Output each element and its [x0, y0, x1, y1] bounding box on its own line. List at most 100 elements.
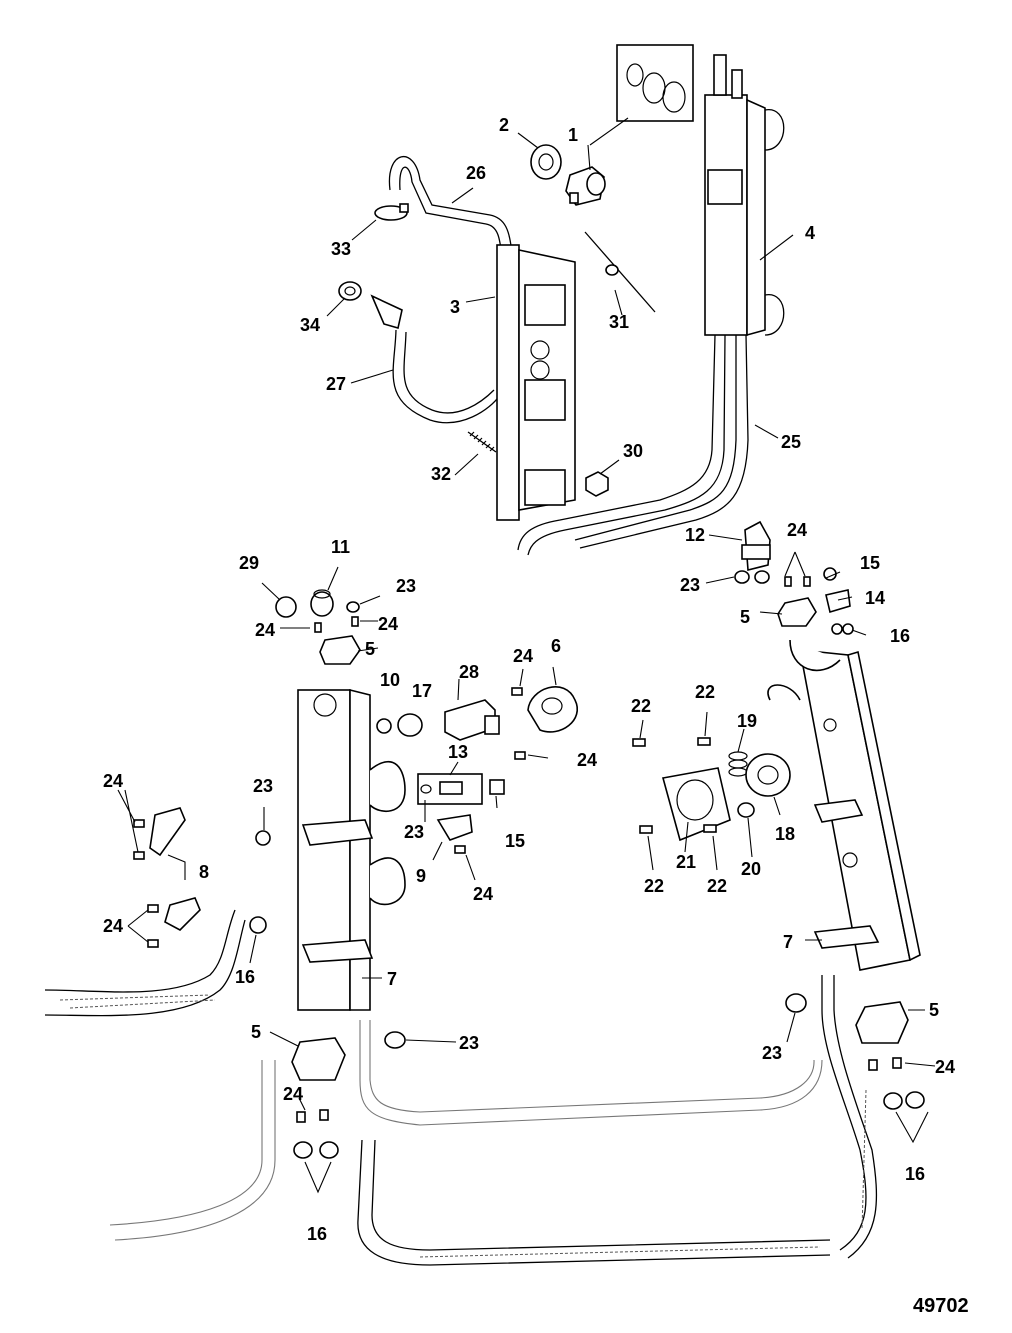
- callout-26: 26: [466, 163, 486, 183]
- figure-number: 49702: [913, 1295, 969, 1317]
- o-ring-23-right-bottom: [785, 993, 807, 1013]
- screws-22: [632, 737, 717, 834]
- callout-12: 12: [685, 525, 705, 545]
- hose-left-braided: [44, 909, 246, 1017]
- callout-7-left: 7: [387, 969, 397, 989]
- callout-20: 20: [741, 859, 761, 879]
- o-ring-23-left-mid: [255, 830, 271, 846]
- fitting-14: [825, 589, 851, 614]
- callout-16-left: 16: [235, 967, 255, 987]
- callout-10: 10: [380, 670, 400, 690]
- callout-23-left-bottom: 23: [459, 1033, 479, 1053]
- callout-17: 17: [412, 681, 432, 701]
- crossover-hoses-25: [517, 334, 749, 556]
- callout-23-right-bottom: 23: [762, 1043, 782, 1063]
- callout-22-c: 22: [644, 876, 664, 896]
- callout-24-h: 24: [283, 1084, 303, 1104]
- fitting-12: [741, 520, 771, 572]
- callout-22-d: 22: [707, 876, 727, 896]
- hose-right-braided: [821, 975, 878, 1259]
- callout-24-b: 24: [378, 614, 398, 634]
- cap-34: [338, 281, 362, 301]
- o-ring-16-left: [249, 916, 267, 934]
- callout-9: 9: [416, 866, 426, 886]
- callout-23-left-mid: 23: [253, 776, 273, 796]
- callout-28: 28: [459, 662, 479, 682]
- lower-crossover-hoses: [109, 1020, 831, 1266]
- callout-8: 8: [199, 862, 209, 882]
- sensor-part-1: [565, 166, 606, 206]
- clip-9: [436, 814, 473, 841]
- callout-5-left-bottom: 5: [251, 1022, 261, 1042]
- o-ring-20: [737, 802, 755, 818]
- fuel-rail-right-bank: [767, 639, 921, 971]
- callout-5-left-top: 5: [365, 639, 375, 659]
- callout-5-right-bottom: 5: [929, 1000, 939, 1020]
- callout-16-left-bottom: 16: [307, 1224, 327, 1244]
- screw-24-6b: [514, 751, 526, 760]
- grommet-part-2: [530, 144, 562, 180]
- fuel-rail-left-bank: [297, 688, 406, 1011]
- screws-24-right-bottom: [868, 1057, 902, 1071]
- callout-24-e: 24: [473, 884, 493, 904]
- spring-19: [728, 751, 748, 777]
- callout-14: 14: [865, 588, 885, 608]
- callout-16-right-bottom: 16: [905, 1164, 925, 1184]
- bracket-5-right-top: [777, 597, 817, 627]
- bracket-8: [133, 807, 201, 948]
- tie-strap-31: [584, 231, 656, 313]
- o-rings-16-left-bottom: [293, 1141, 339, 1159]
- callout-16-right-top: 16: [890, 626, 910, 646]
- callout-11: 11: [331, 537, 350, 557]
- spring-32: [467, 431, 497, 453]
- hose-27: [370, 294, 501, 424]
- callout-15-right: 15: [860, 553, 880, 573]
- cap-15-left: [489, 779, 505, 795]
- callout-18: 18: [775, 824, 795, 844]
- callout-4: 4: [805, 223, 815, 243]
- fuel-rail-4: [704, 54, 785, 337]
- crossover-tube-26: [388, 155, 513, 259]
- callout-31: 31: [609, 312, 629, 332]
- callout-24-j: 24: [935, 1057, 955, 1077]
- bracket-5-right-bottom: [855, 1001, 909, 1044]
- cap-30: [585, 471, 609, 497]
- callout-27: 27: [326, 374, 346, 394]
- callout-22-a: 22: [631, 696, 651, 716]
- callout-30: 30: [623, 441, 643, 461]
- screws-24-left-bottom: [296, 1109, 329, 1123]
- diaphragm-18: [745, 753, 791, 797]
- callout-13: 13: [448, 742, 468, 762]
- callout-29: 29: [239, 553, 259, 573]
- callout-34: 34: [300, 315, 320, 335]
- callout-24-i: 24: [787, 520, 807, 540]
- callout-23-center: 23: [404, 822, 424, 842]
- o-rings-23-right-top: [734, 570, 770, 584]
- callout-5-right-top: 5: [740, 607, 750, 627]
- screw-24-9: [454, 845, 466, 854]
- cap-11: [310, 589, 334, 617]
- callout-24-a: 24: [255, 620, 275, 640]
- o-ring-23-left-bottom: [384, 1031, 406, 1049]
- callout-1: 1: [568, 125, 578, 145]
- o-ring-kit-box: [616, 44, 694, 122]
- bracket-5-left-bottom: [291, 1037, 346, 1081]
- valve-13-box: [417, 773, 483, 805]
- regulator-21: [661, 767, 731, 842]
- callout-6: 6: [551, 636, 561, 656]
- callout-2: 2: [499, 115, 509, 135]
- clamp-33: [374, 203, 409, 221]
- callout-33: 33: [331, 239, 351, 259]
- callout-32: 32: [431, 464, 451, 484]
- o-rings-16-right-top: [831, 623, 854, 635]
- injector-28: [444, 699, 500, 741]
- o-ring-23-left-top: [346, 601, 360, 613]
- callout-19: 19: [737, 711, 757, 731]
- screws-24-right-top: [784, 576, 811, 587]
- callout-15-left: 15: [505, 831, 525, 851]
- o-ring-10: [376, 718, 392, 734]
- plug-29: [275, 596, 297, 618]
- callout-24-f: 24: [103, 771, 123, 791]
- callout-23-right-top: 23: [680, 575, 700, 595]
